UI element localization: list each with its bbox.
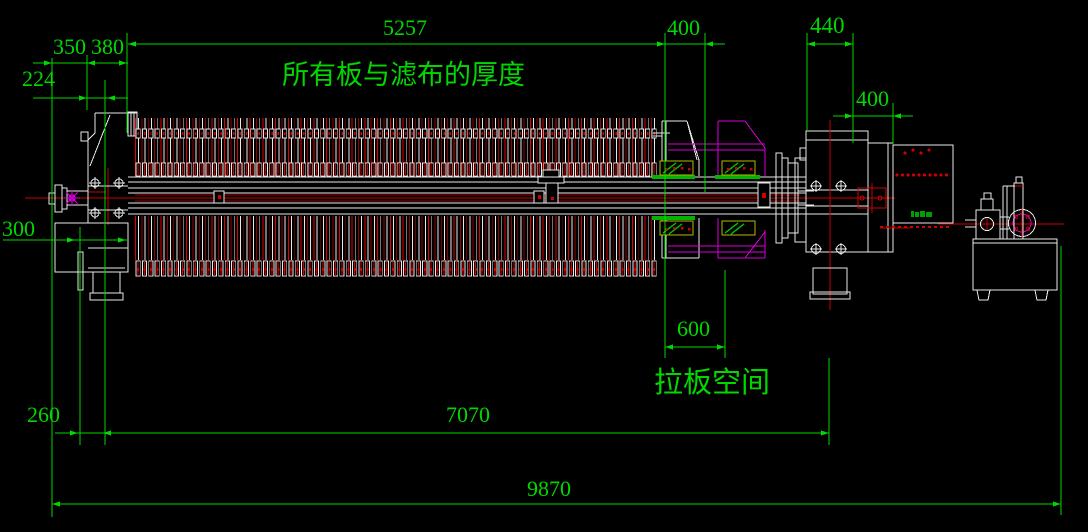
dimension-5257 xyxy=(128,41,665,47)
dim-label-9870: 9870 xyxy=(527,476,571,501)
tail-stand xyxy=(794,120,869,310)
dimension-440 xyxy=(807,41,853,47)
feed-inlet-assembly xyxy=(48,168,109,225)
control-cabinet xyxy=(880,144,954,228)
extension-lines xyxy=(51,33,1062,517)
dim-label-400-cyl: 400 xyxy=(856,86,889,111)
dim-label-440: 440 xyxy=(810,13,845,38)
movable-pressure-plate xyxy=(652,120,700,259)
dimension-350-380 xyxy=(33,60,128,66)
dim-label-7070: 7070 xyxy=(446,402,490,427)
dim-label-260: 260 xyxy=(27,402,60,427)
dimension-300 xyxy=(3,237,128,243)
filter-plate-stack xyxy=(135,118,657,277)
shifter-carriage xyxy=(668,120,766,259)
dim-label-600: 600 xyxy=(677,316,710,341)
dim-label-400-top: 400 xyxy=(667,15,700,40)
small-green-label xyxy=(911,211,932,217)
side-beam xyxy=(128,169,868,215)
dim-label-350: 350 xyxy=(53,34,86,59)
dimension-600 xyxy=(665,344,725,350)
dimension-9870 xyxy=(52,501,1061,507)
note-plate-cloth-thickness: 所有板与滤布的厚度 xyxy=(282,60,525,90)
hydraulic-power-unit xyxy=(965,176,1058,301)
dim-label-5257: 5257 xyxy=(383,15,427,40)
filter-press-machine xyxy=(25,111,1064,310)
dim-label-380: 380 xyxy=(91,34,124,59)
stationary-head xyxy=(54,111,138,301)
dimension-400-cyl xyxy=(833,113,913,119)
dim-label-300: 300 xyxy=(2,216,35,241)
piston-rod-flange xyxy=(775,152,814,244)
dimension-260-7070 xyxy=(55,430,829,436)
note-plate-pull-space: 拉板空间 xyxy=(654,366,770,399)
dimension-400-top xyxy=(645,41,725,47)
dim-label-224: 224 xyxy=(22,66,55,91)
dimension-224 xyxy=(33,95,128,101)
